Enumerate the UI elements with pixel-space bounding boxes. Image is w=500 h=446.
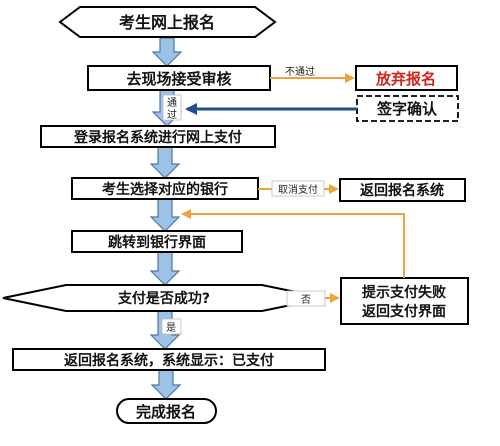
pass-tag: [162, 94, 182, 121]
pass-label-2: 过: [167, 108, 177, 121]
jump-bank-label: 跳转到银行界面: [108, 234, 206, 251]
abandon-box: [355, 65, 458, 91]
sign-label: 签字确认: [376, 100, 438, 118]
jump-bank-box: [71, 230, 243, 253]
no-tag: [286, 290, 326, 307]
not-pass-label: 不通过: [285, 65, 315, 78]
select-bank-label: 考生选择对应的银行: [102, 181, 228, 198]
down-arrow-5: [149, 251, 181, 286]
review-label: 去现场接受审核: [126, 70, 231, 88]
return-system-box: [339, 178, 466, 202]
fail-label-2: 返回支付界面: [362, 303, 446, 320]
pay-login-label: 登录报名系统进行网上支付: [73, 129, 242, 146]
pay-login-box: [40, 125, 276, 148]
cancel-pay-tag: [271, 180, 325, 197]
fail-box: [340, 277, 469, 325]
review-box: [87, 65, 271, 91]
finish-node: [116, 398, 217, 424]
no-label: 否: [301, 294, 311, 306]
down-arrow-4: [149, 198, 181, 232]
yes-tag: [161, 318, 182, 335]
retry-loop-arrow: [181, 209, 405, 278]
fail-label-1: 提示支付失败: [362, 284, 447, 301]
down-arrow-7: [150, 369, 182, 400]
abandon-label: 放弃报名: [375, 70, 436, 88]
down-arrow-3: [149, 146, 181, 179]
pay-success-label: 支付是否成功?: [117, 290, 210, 307]
paid-box: [12, 348, 326, 371]
start-label: 考生网上报名: [119, 13, 215, 32]
yes-label: 是: [166, 322, 176, 334]
finish-label: 完成报名: [136, 403, 196, 421]
return-system-label: 返回报名系统: [360, 182, 444, 199]
down-arrow-1: [151, 37, 183, 67]
paid-label: 返回报名系统，系统显示：已支付: [64, 352, 274, 369]
start-node: [58, 6, 277, 38]
sign-box: [356, 95, 459, 122]
down-arrows: [149, 37, 183, 400]
cancel-pay-label: 取消支付: [278, 183, 318, 196]
pass-label-1: 通: [167, 97, 177, 109]
